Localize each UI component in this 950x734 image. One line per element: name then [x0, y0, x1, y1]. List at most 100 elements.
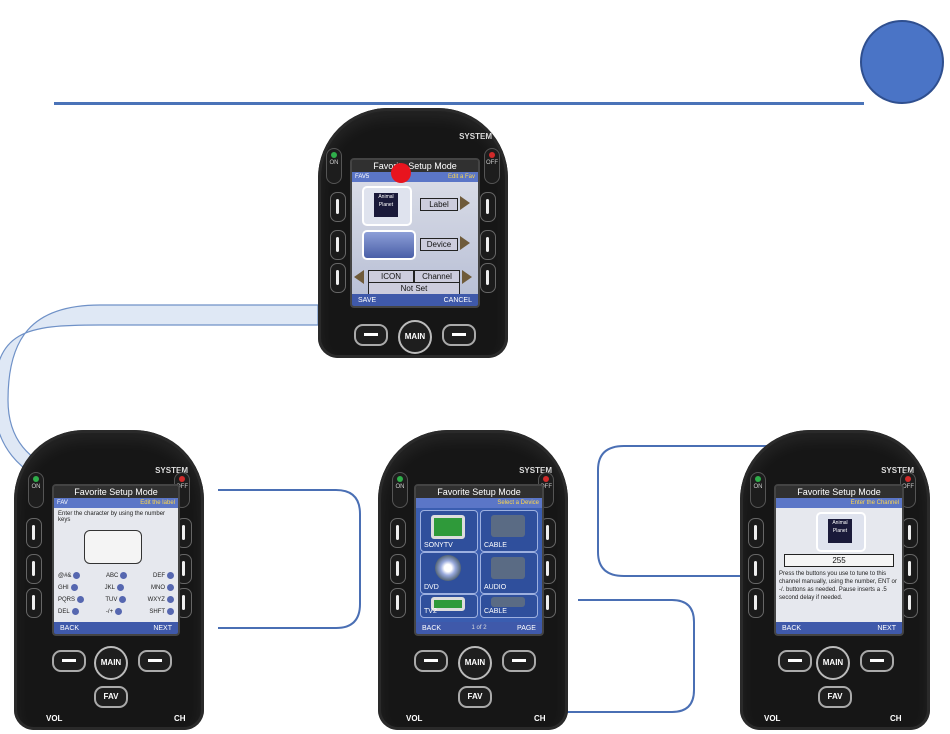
left-side-button-3[interactable]	[26, 588, 42, 618]
device-tile-audio[interactable]: AUDIO	[480, 552, 538, 594]
right-side-button-2[interactable]	[902, 554, 918, 584]
title-divider-line	[54, 102, 864, 105]
right-side-button-2[interactable]	[480, 230, 496, 260]
screen-subheader: Enter the Channel	[776, 498, 902, 508]
next-softkey[interactable]: NEXT	[877, 624, 896, 632]
on-button[interactable]: ON	[392, 472, 408, 508]
system-label: SYSTEM	[155, 466, 188, 475]
key-ghi[interactable]: GHI	[58, 584, 78, 594]
on-button[interactable]: ON	[750, 472, 766, 508]
left-side-button-2[interactable]	[26, 554, 42, 584]
device-tile-sonytv[interactable]: SONYTV	[420, 510, 478, 552]
right-pill-button[interactable]	[138, 650, 172, 672]
audio-receiver-icon	[491, 557, 525, 579]
screen-body: Enter the character by using the number …	[54, 508, 178, 622]
back-softkey[interactable]: BACK	[60, 624, 80, 632]
main-button[interactable]: MAIN	[398, 320, 432, 354]
key-mno[interactable]: MNO	[151, 584, 174, 594]
right-remote: SYSTEM ON OFF Favorite Setup Mode Enter …	[740, 430, 930, 730]
save-softkey[interactable]: SAVE	[358, 296, 377, 304]
key-symbols[interactable]: @#&	[58, 572, 80, 582]
screen-body: SONYTV CABLE DVD AUDIO TV2 CABLE	[416, 508, 542, 622]
label-arrow-icon	[460, 196, 470, 210]
system-label: SYSTEM	[881, 466, 914, 475]
cancel-softkey[interactable]: CANCEL	[443, 296, 472, 304]
device-icon-button[interactable]	[362, 230, 416, 260]
left-side-button-3[interactable]	[390, 588, 406, 618]
right-pill-button[interactable]	[502, 650, 536, 672]
right-pill-button[interactable]	[860, 650, 894, 672]
device-tile-cable[interactable]: CABLE	[480, 510, 538, 552]
screen-footer: SAVE CANCEL	[352, 294, 478, 306]
left-side-button-1[interactable]	[748, 518, 764, 548]
slide-number-circle	[860, 20, 944, 104]
left-side-button-2[interactable]	[390, 554, 406, 584]
left-side-button-3[interactable]	[330, 263, 346, 293]
right-pill-button[interactable]	[442, 324, 476, 346]
right-arrow-icon	[462, 270, 472, 284]
main-button[interactable]: MAIN	[94, 646, 128, 680]
animal-planet-logo: Animal Planet	[828, 519, 852, 543]
screen-body: Animal Planet 255 Press the buttons you …	[776, 508, 902, 622]
left-pill-button[interactable]	[52, 650, 86, 672]
left-pill-button[interactable]	[778, 650, 812, 672]
fav-button[interactable]: FAV	[818, 686, 852, 708]
screen-title: Favorite Setup Mode	[352, 160, 478, 172]
device-tile-tv2[interactable]: TV2	[420, 594, 478, 618]
fav-button[interactable]: FAV	[94, 686, 128, 708]
key-wxyz[interactable]: WXYZ	[148, 596, 174, 606]
middle-remote: SYSTEM ON OFF Favorite Setup Mode Select…	[378, 430, 568, 730]
main-button[interactable]: MAIN	[458, 646, 492, 680]
back-softkey[interactable]: BACK	[782, 624, 802, 632]
right-side-button-3[interactable]	[902, 588, 918, 618]
vol-label: VOL	[764, 714, 781, 723]
left-side-button-2[interactable]	[748, 554, 764, 584]
screen-subheader: Select a Device	[416, 498, 542, 508]
on-button[interactable]: ON	[28, 472, 44, 508]
cable-box-icon	[491, 597, 525, 607]
remote-screen: Favorite Setup Mode Enter the Channel An…	[774, 484, 904, 636]
key-abc[interactable]: ABC	[106, 572, 127, 582]
left-pill-button[interactable]	[414, 650, 448, 672]
device-tile-cable-2[interactable]: CABLE	[480, 594, 538, 618]
on-button[interactable]: ON	[326, 148, 342, 184]
key-sign[interactable]: -/+	[106, 608, 122, 618]
left-side-button-1[interactable]	[330, 192, 346, 222]
device-arrow-icon	[460, 236, 470, 250]
channel-number-field[interactable]: 255	[784, 554, 894, 567]
favorite-icon-button[interactable]: Animal Planet	[362, 186, 412, 226]
device-button[interactable]: Device	[420, 238, 458, 251]
key-pqrs[interactable]: PQRS	[58, 596, 84, 606]
left-side-button-1[interactable]	[26, 518, 42, 548]
left-side-button-1[interactable]	[390, 518, 406, 548]
key-shift[interactable]: SHFT	[149, 608, 174, 618]
key-def[interactable]: DEF	[153, 572, 174, 582]
right-side-button-1[interactable]	[902, 518, 918, 548]
fav-button[interactable]: FAV	[458, 686, 492, 708]
left-pill-button[interactable]	[354, 324, 388, 346]
label-button[interactable]: Label	[420, 198, 458, 211]
next-softkey[interactable]: NEXT	[153, 624, 172, 632]
left-side-button-2[interactable]	[330, 230, 346, 260]
main-button[interactable]: MAIN	[816, 646, 850, 680]
dvd-disc-icon	[435, 555, 461, 581]
page-softkey[interactable]: PAGE	[517, 624, 536, 632]
right-side-button-3[interactable]	[480, 263, 496, 293]
key-del[interactable]: DEL	[58, 608, 79, 618]
right-side-button-1[interactable]	[480, 192, 496, 222]
device-tile-dvd[interactable]: DVD	[420, 552, 478, 594]
off-button[interactable]: OFF	[484, 148, 500, 184]
screen-body: Animal Planet Label Device ICON Channel …	[352, 182, 478, 295]
left-side-button-3[interactable]	[748, 588, 764, 618]
highlight-marker	[391, 163, 411, 183]
key-tuv[interactable]: TUV	[105, 596, 126, 606]
back-softkey[interactable]: BACK	[422, 624, 442, 632]
animal-planet-logo: Animal Planet	[374, 193, 398, 217]
key-jkl[interactable]: JKL	[105, 584, 124, 594]
screen-title: Favorite Setup Mode	[54, 486, 178, 498]
